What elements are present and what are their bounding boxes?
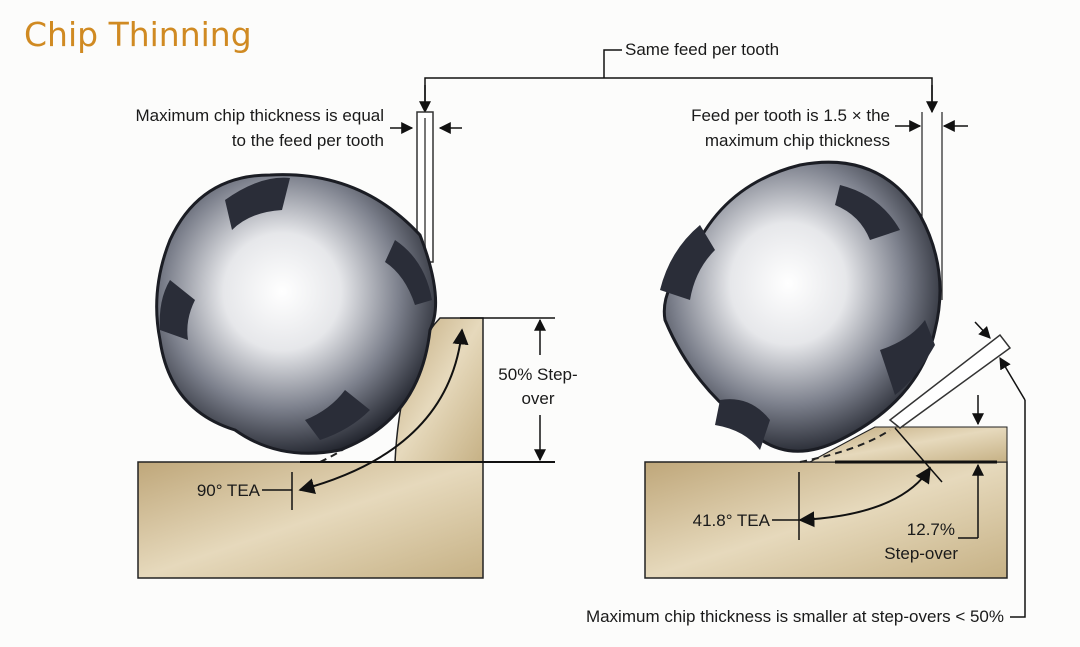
left-tea-label: 90° TEA <box>197 481 261 500</box>
right-tea-label: 41.8° TEA <box>693 511 771 530</box>
right-feed-label-2: maximum chip thickness <box>705 131 890 150</box>
right-tea-arc <box>798 466 931 528</box>
right-feed-label-1: Feed per tooth is 1.5 × the <box>691 106 890 125</box>
right-end-mill-cutter <box>660 160 942 453</box>
same-feed-label: Same feed per tooth <box>625 40 779 59</box>
left-max-chip-label-1: Maximum chip thickness is equal <box>136 106 384 125</box>
right-stepover-label-1: 12.7% <box>907 520 955 539</box>
left-end-mill-cutter <box>155 173 438 455</box>
left-max-chip-label-2: to the feed per tooth <box>232 131 384 150</box>
right-chip <box>888 333 1012 429</box>
left-chip <box>416 111 434 263</box>
bottom-note: Maximum chip thickness is smaller at ste… <box>586 607 1004 626</box>
page-title: Chip Thinning <box>24 15 252 54</box>
same-feed-leader <box>603 49 622 78</box>
left-stepover-label-2: over <box>521 389 554 408</box>
same-feed-bracket <box>424 77 933 108</box>
left-stepover-label-1: 50% Step- <box>498 365 577 384</box>
left-tea-arc <box>298 328 469 495</box>
right-stepover-label-2: Step-over <box>884 544 958 563</box>
